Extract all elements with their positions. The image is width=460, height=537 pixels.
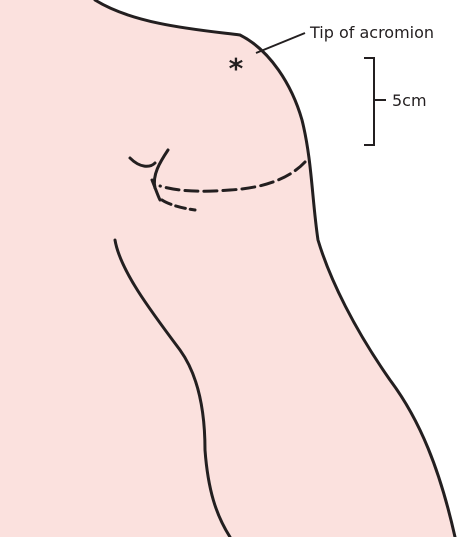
acromion-marker: * [229, 52, 244, 85]
scale-label: 5cm [392, 91, 427, 110]
scale-bracket [364, 58, 374, 145]
acromion-label: Tip of acromion [309, 23, 434, 42]
acromion-leader-line [256, 33, 305, 53]
